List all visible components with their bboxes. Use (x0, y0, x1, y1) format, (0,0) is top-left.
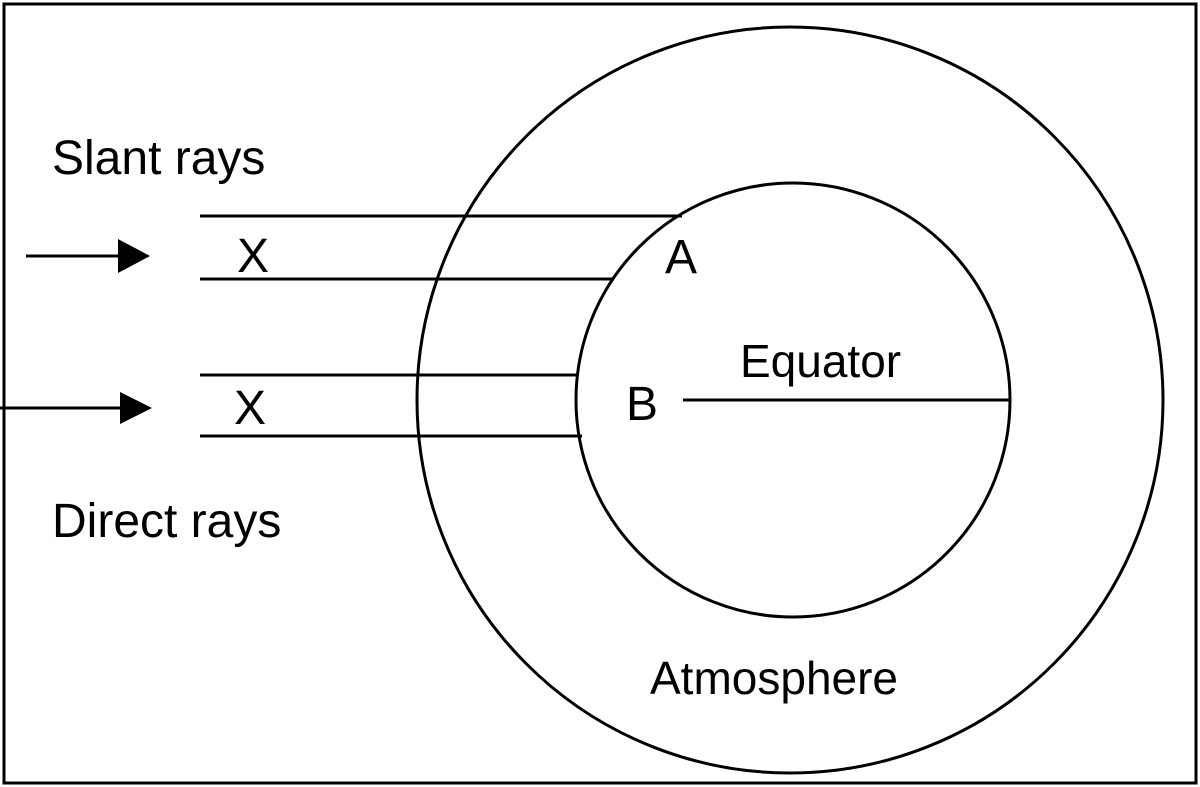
direct-rays-label: Direct rays (52, 495, 281, 548)
point-b-label: B (626, 378, 658, 431)
direct-ray-arrow-icon (0, 392, 152, 424)
x-label-lower: X (234, 382, 266, 435)
slant-rays-label: Slant rays (52, 132, 265, 185)
atmosphere-label: Atmosphere (650, 652, 898, 704)
slant-ray-arrow-icon (26, 239, 150, 273)
equator-label: Equator (740, 335, 901, 387)
x-label-upper: X (237, 230, 269, 283)
atmosphere-circle (415, 25, 1165, 775)
point-a-label: A (665, 231, 697, 284)
